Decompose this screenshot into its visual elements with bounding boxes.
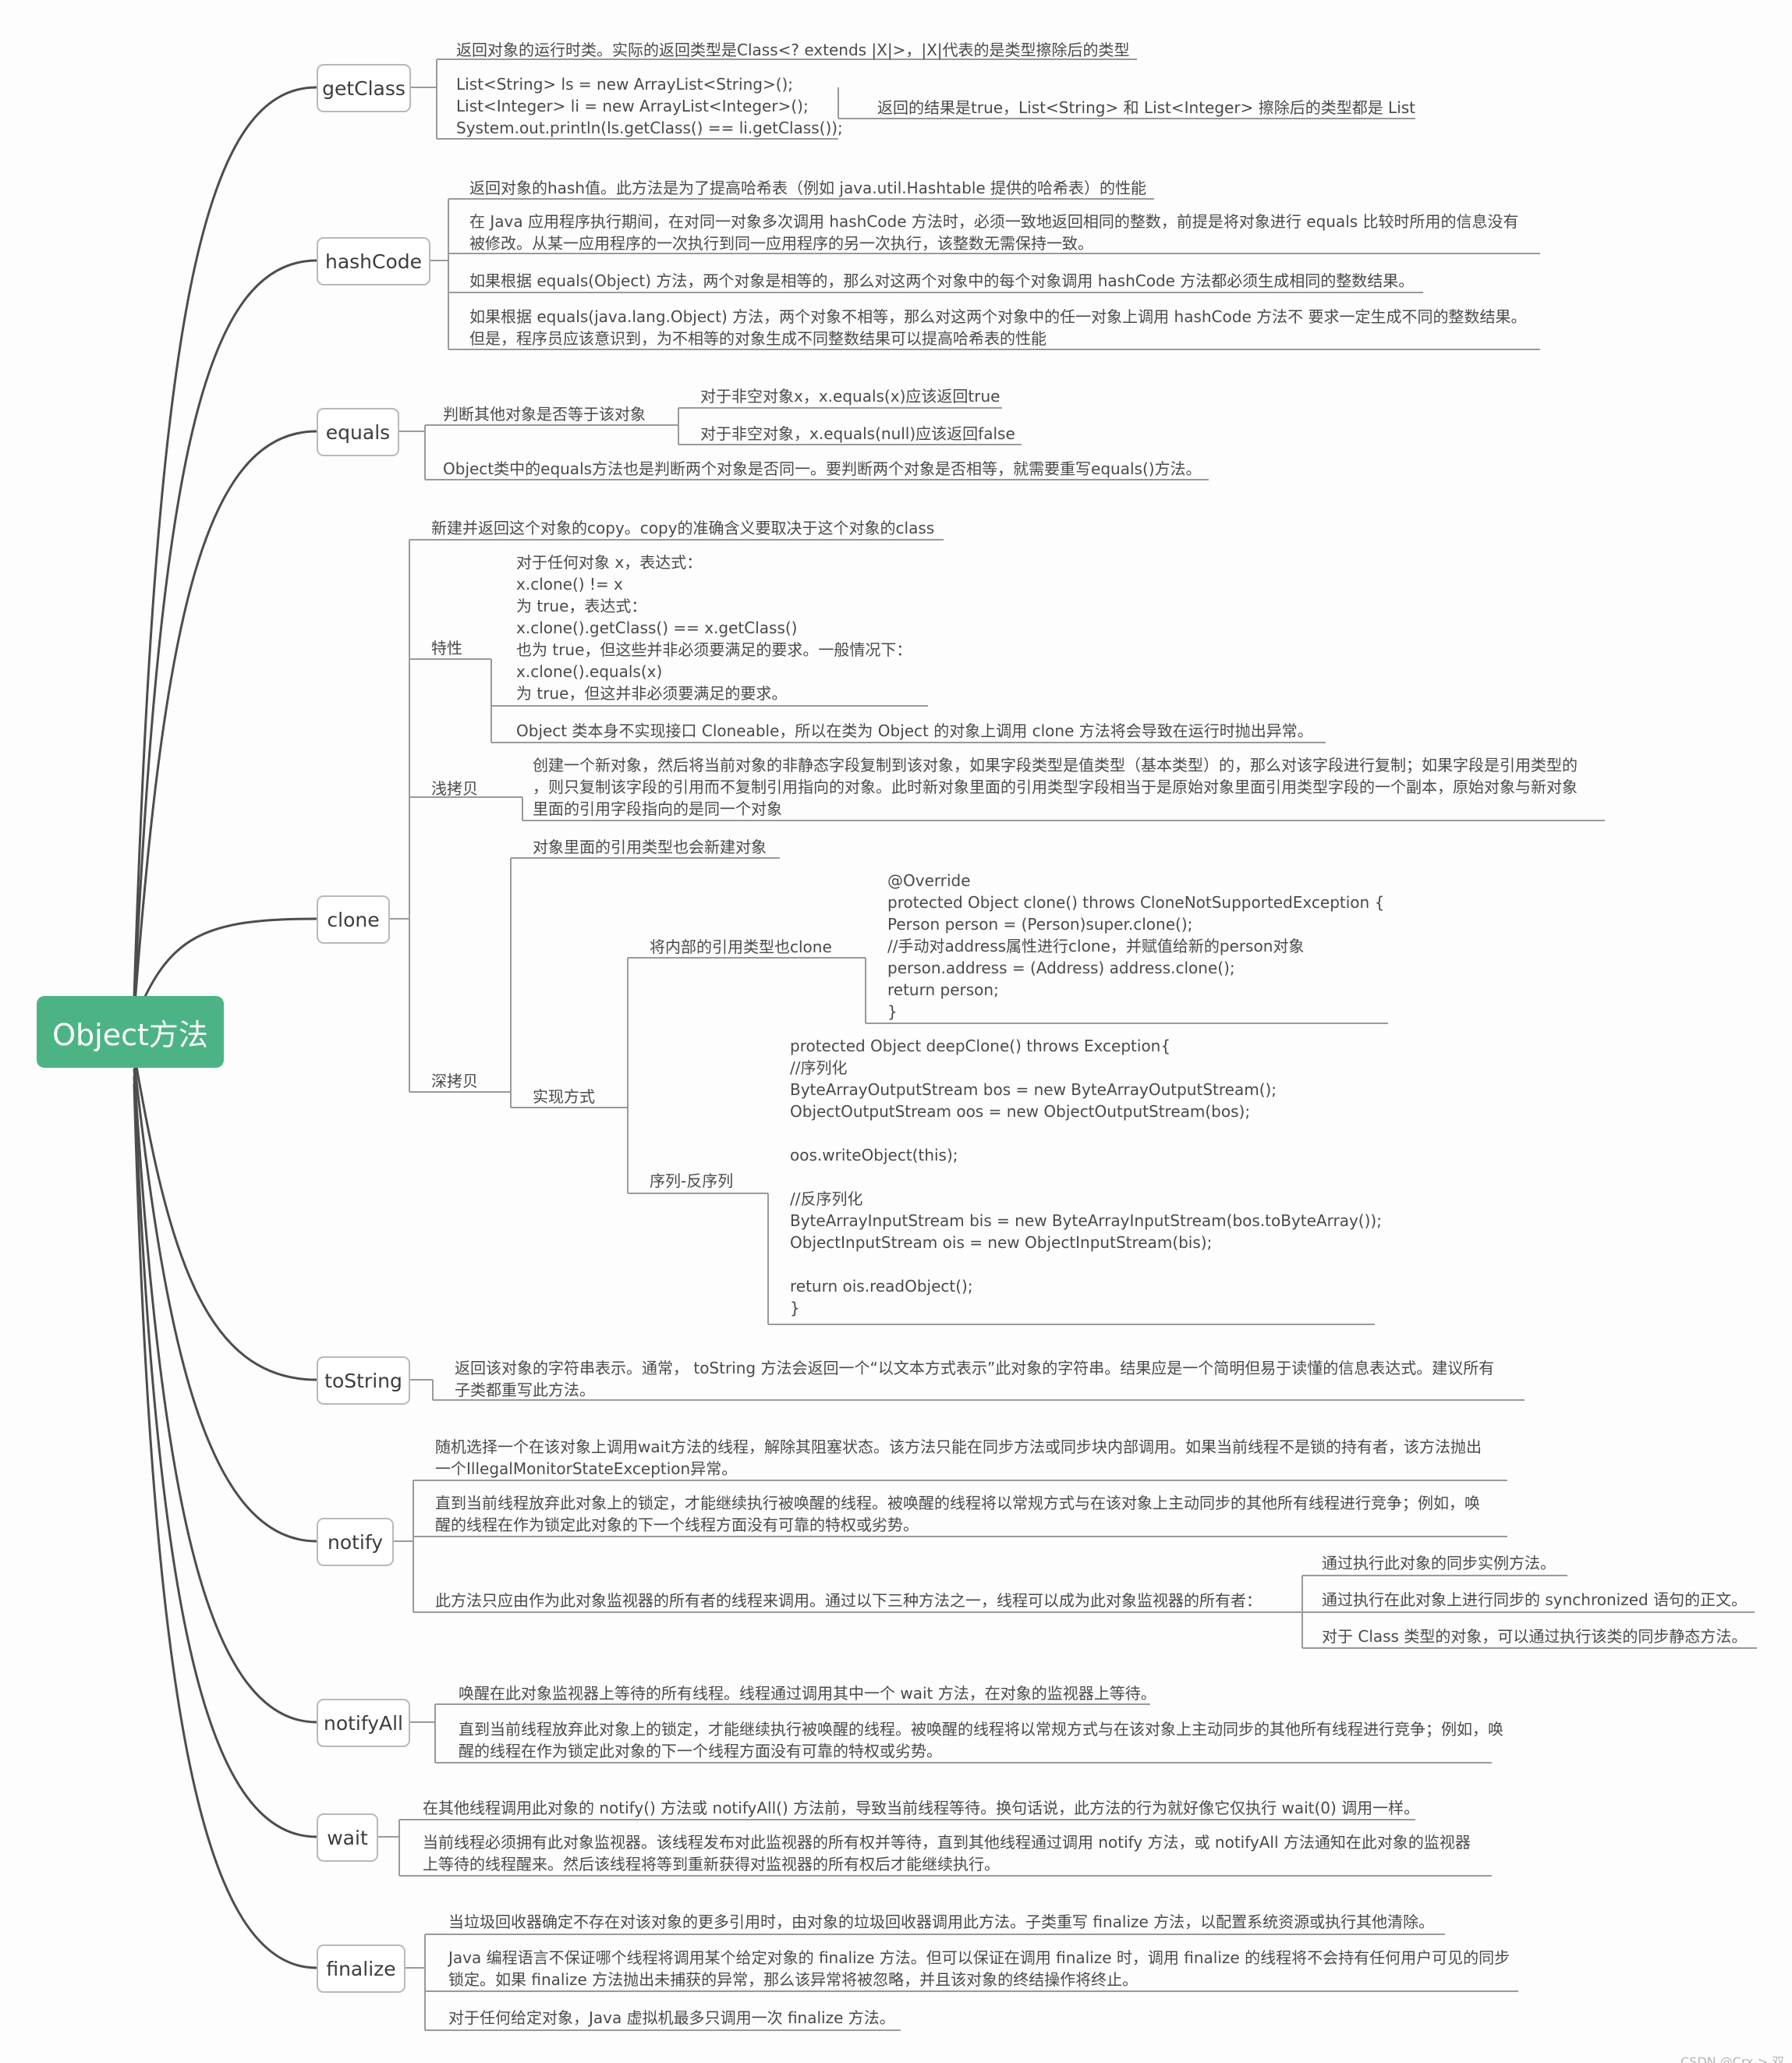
- hashcode-item-4: 如果根据 equals(java.lang.Object) 方法，两个对象不相等…: [469, 307, 1527, 348]
- tostring-desc: 返回该对象的字符串表示。通常， toString 方法会返回一个“以文本方式表示…: [455, 1359, 1495, 1399]
- clone-serial-code: protected Object deepClone() throws Exce…: [790, 1037, 1382, 1317]
- notify-owner-way-3: 对于 Class 类型的对象，可以通过执行该类的同步静态方法。: [1322, 1627, 1748, 1646]
- clone-inner-label: 将内部的引用类型也clone: [650, 938, 832, 956]
- equals-judge: 判断其他对象是否等于该对象: [443, 405, 646, 424]
- hashcode-item-1: 返回对象的hash值。此方法是为了提高哈希表（例如 java.util.Hash…: [469, 179, 1147, 197]
- watermark: CSDN @Crx > 双: [1680, 2054, 1785, 2063]
- clone-deep-label: 深拷贝: [431, 1072, 478, 1090]
- notify-owner-way-2: 通过执行在此对象上进行同步的 synchronized 语句的正文。: [1322, 1590, 1748, 1609]
- notify-owner: 此方法只应由作为此对象监视器的所有者的线程来调用。通过以下三种方法之一，线程可以…: [435, 1591, 1262, 1610]
- finalize-item-3: 对于任何给定对象，Java 虚拟机最多只调用一次 finalize 方法。: [448, 2008, 895, 2027]
- clone-shallow-label: 浅拷贝: [431, 779, 478, 798]
- hashcode-item-3: 如果根据 equals(Object) 方法，两个对象是相等的，那么对这两个对象…: [469, 271, 1415, 290]
- node-notify[interactable]: notify: [317, 1518, 394, 1566]
- node-tostring[interactable]: toString: [317, 1356, 410, 1405]
- clone-deep-note: 对象里面的引用类型也会新建对象: [533, 838, 767, 856]
- notify-owner-way-1: 通过执行此对象的同步实例方法。: [1322, 1554, 1556, 1572]
- getclass-code: List<String> ls = new ArrayList<String>(…: [456, 75, 843, 137]
- node-getclass[interactable]: getClass: [317, 64, 411, 112]
- wait-item-2: 当前线程必须拥有此对象监视器。该线程发布对此监视器的所有权并等待，直到其他线程通…: [423, 1833, 1471, 1873]
- finalize-item-1: 当垃圾回收器确定不存在对该对象的更多引用时，由对象的垃圾回收器调用此方法。子类重…: [448, 1912, 1435, 1931]
- equals-judge-item-2: 对于非空对象，x.equals(null)应该返回false: [700, 424, 1015, 443]
- node-notifyall[interactable]: notifyAll: [317, 1699, 410, 1747]
- clone-intro: 新建并返回这个对象的copy。copy的准确含义要取决于这个对象的class: [431, 519, 935, 537]
- node-hashcode[interactable]: hashCode: [317, 237, 430, 285]
- node-equals[interactable]: equals: [317, 408, 399, 456]
- notifyall-item-1: 唤醒在此对象监视器上等待的所有线程。线程通过调用其中一个 wait 方法，在对象…: [459, 1684, 1156, 1703]
- node-finalize[interactable]: finalize: [317, 1944, 406, 1993]
- clone-feature-text: 对于任何对象 x，表达式： x.clone() != x 为 true，表达式：…: [516, 553, 912, 703]
- clone-serial-label: 序列-反序列: [650, 1172, 734, 1190]
- notify-item-2: 直到当前线程放弃此对象上的锁定，才能继续执行被唤醒的线程。被唤醒的线程将以常规方…: [435, 1494, 1480, 1534]
- clone-feature-label: 特性: [431, 639, 462, 658]
- finalize-item-2: Java 编程语言不保证哪个线程将调用某个给定对象的 finalize 方法。但…: [448, 1948, 1510, 1989]
- node-wait[interactable]: wait: [317, 1813, 378, 1862]
- notify-item-1: 随机选择一个在该对象上调用wait方法的线程，解除其阻塞状态。该方法只能在同步方…: [435, 1437, 1482, 1478]
- clone-shallow-text: 创建一个新对象，然后将当前对象的非静态字段复制到该对象，如果字段类型是值类型（基…: [533, 756, 1578, 818]
- clone-impl-label: 实现方式: [533, 1087, 595, 1106]
- clone-inner-code: @Override protected Object clone() throw…: [887, 871, 1385, 1021]
- getclass-desc: 返回对象的运行时类。实际的返回类型是Class<? extends |X|>，|…: [456, 41, 1130, 59]
- hashcode-item-2: 在 Java 应用程序执行期间，在对同一对象多次调用 hashCode 方法时，…: [469, 212, 1519, 253]
- equals-judge-item-1: 对于非空对象x，x.equals(x)应该返回true: [700, 387, 1000, 406]
- root-node[interactable]: Object方法: [37, 996, 224, 1068]
- notifyall-item-2: 直到当前线程放弃此对象上的锁定，才能继续执行被唤醒的线程。被唤醒的线程将以常规方…: [459, 1720, 1503, 1760]
- getclass-result: 返回的结果是true，List<String> 和 List<Integer> …: [877, 98, 1416, 117]
- clone-feature-note: Object 类本身不实现接口 Cloneable，所以在类为 Object 的…: [516, 721, 1313, 740]
- node-clone[interactable]: clone: [317, 895, 390, 944]
- wait-item-1: 在其他线程调用此对象的 notify() 方法或 notifyAll() 方法前…: [423, 1799, 1420, 1817]
- equals-note: Object类中的equals方法也是判断两个对象是否同一。要判断两个对象是否相…: [443, 459, 1202, 478]
